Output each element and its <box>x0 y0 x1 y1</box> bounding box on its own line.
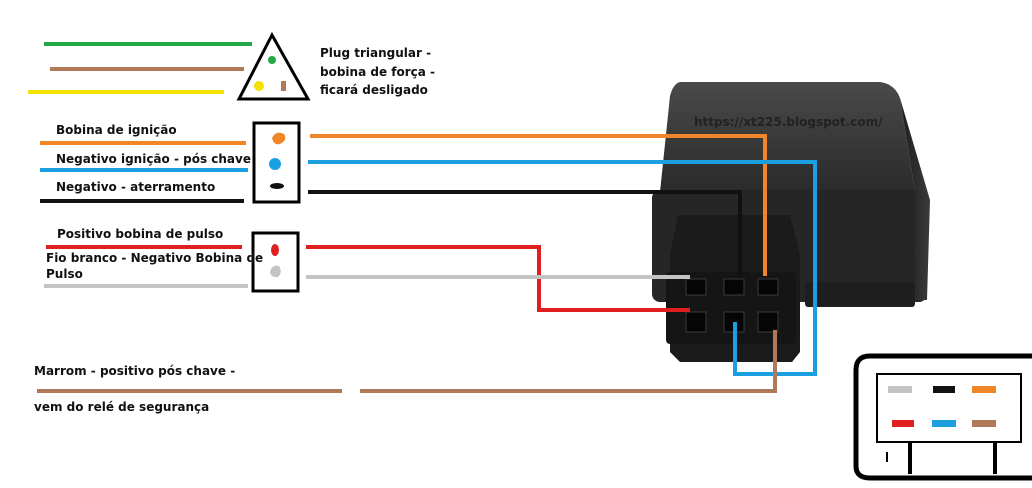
wire-brown-route <box>360 330 777 393</box>
plug-pin-green <box>268 56 276 64</box>
negativo-aterramento-label: Negativo - aterramento <box>56 180 216 194</box>
blog-url: https://xt225.blogspot.com/ <box>694 115 883 129</box>
legend-pin-gray <box>888 386 912 393</box>
plug-dot-orange <box>272 132 286 145</box>
plug-pin-yellow <box>254 81 264 91</box>
module-mounting-tab <box>805 282 915 307</box>
module-top-face <box>660 82 915 192</box>
plug-box-pulse <box>251 231 300 293</box>
negativo-ignicao-label: Negativo ignição - pós chave <box>56 152 251 166</box>
legend-pin-orange <box>972 386 996 393</box>
triangular-plug <box>236 31 311 101</box>
positivo-bobina-pulso-label: Positivo bobina de pulso <box>57 227 224 241</box>
pinout-legend <box>853 353 1032 481</box>
legend-pin-black <box>933 386 955 393</box>
connector-pins <box>685 278 779 333</box>
plug-dot-black <box>270 183 284 189</box>
marrom-label-line2: vem do relé de segurança <box>34 400 210 414</box>
plug-pin-brown <box>281 81 286 91</box>
legend-pin-brown <box>972 420 996 427</box>
plug-dot-gray <box>270 265 281 278</box>
plug-triangular-label-line1: Plug triangular - <box>320 46 432 60</box>
fio-branco-label-line2: Pulso <box>46 267 83 281</box>
legend-pin-red <box>892 420 914 427</box>
legend-pin-blue <box>932 420 956 427</box>
plug-box-ignition <box>252 121 301 204</box>
fio-branco-label-line1: Fio branco - Negativo Bobina de <box>46 251 264 265</box>
cdi-module <box>652 82 930 362</box>
plug-triangular-label-line3: ficará desligado <box>320 83 428 97</box>
legend-inner-box <box>876 373 1022 443</box>
plug-dot-red <box>271 244 279 256</box>
marrom-label-line1: Marrom - positivo pós chave - <box>34 364 236 378</box>
wire-blue-route <box>308 160 817 376</box>
wire-orange-route <box>310 134 767 276</box>
bobina-ignicao-label: Bobina de ignição <box>56 123 177 137</box>
module-right-side <box>900 98 930 300</box>
wire-black-route <box>308 190 742 276</box>
plug-dot-blue <box>269 158 281 170</box>
connector-latches <box>682 344 776 362</box>
plug-triangular-label-line2: bobina de força - <box>320 65 436 79</box>
